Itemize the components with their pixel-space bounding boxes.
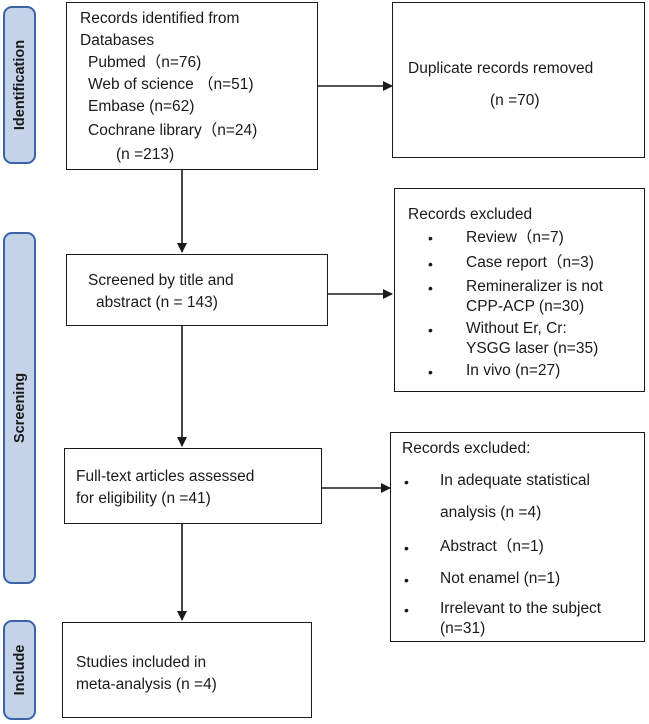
fulltext-line2: for eligibility (n =41): [76, 490, 211, 507]
screened-line1: Screened by title and: [88, 272, 234, 289]
identified-source-cochrane: Cochrane library（n=24): [88, 122, 258, 139]
included-line1: Studies included in: [76, 654, 207, 671]
included-box: [62, 622, 312, 718]
identified-title-line2: Databases: [80, 32, 155, 49]
excluded-1-item-remineralizer: Remineralizer is not: [466, 278, 603, 295]
excluded-1-bullet: •: [428, 364, 433, 380]
excluded-2-item-statistical: In adequate statistical: [440, 472, 590, 489]
duplicates-box: [392, 2, 645, 158]
duplicates-label: Duplicate records removed: [408, 60, 594, 77]
stage-screening: Screening: [3, 232, 36, 584]
excluded-2-title: Records excluded:: [402, 440, 531, 457]
excluded-2-item-abstract: Abstract（n=1): [440, 538, 544, 555]
excluded-2-bullet: •: [404, 474, 409, 490]
excluded-2-item-irrelevant: Irrelevant to the subject: [440, 600, 602, 617]
excluded-2-box: [390, 432, 645, 642]
excluded-1-item-cpp-acp: CPP-ACP (n=30): [466, 298, 585, 315]
duplicates-count: (n =70): [490, 92, 540, 109]
identified-title-line1: Records identified from: [80, 10, 240, 27]
excluded-1-bullet: •: [428, 256, 433, 272]
excluded-1-bullet: •: [428, 280, 433, 296]
excluded-2-bullet: •: [404, 602, 409, 618]
fulltext-line1: Full-text articles assessed: [76, 468, 255, 485]
excluded-2-item-n31: (n=31): [440, 620, 486, 637]
included-line2: meta-analysis (n =4): [76, 676, 217, 693]
records-identified-box: [66, 2, 318, 170]
excluded-1-item-case-report: Case report（n=3): [466, 254, 594, 271]
excluded-2-bullet: •: [404, 572, 409, 588]
identified-source-embase: Embase (n=62): [88, 98, 195, 115]
identified-total: (n =213): [116, 146, 175, 163]
excluded-2-bullet: •: [404, 540, 409, 556]
screened-line2: abstract (n = 143): [96, 294, 218, 311]
fulltext-box: [64, 448, 322, 524]
screened-box: [66, 254, 328, 326]
identified-source-wos: Web of science （n=51): [88, 76, 254, 93]
stage-include: Include: [3, 620, 36, 720]
identified-source-pubmed: Pubmed（n=76): [88, 54, 202, 71]
excluded-1-bullet: •: [428, 322, 433, 338]
excluded-1-box: [394, 188, 645, 392]
excluded-2-item-not-enamel: Not enamel (n=1): [440, 570, 561, 587]
excluded-1-item-without-er: Without Er, Cr:: [466, 320, 567, 337]
excluded-1-item-in-vivo: In vivo (n=27): [466, 362, 561, 379]
excluded-1-title: Records excluded: [408, 206, 533, 223]
stage-identification: Identification: [3, 6, 36, 164]
excluded-1-item-ysgg: YSGG laser (n=35): [466, 340, 599, 357]
excluded-1-bullet: •: [428, 230, 433, 246]
excluded-1-item-review: Review（n=7): [466, 229, 564, 246]
excluded-2-item-analysis: analysis (n =4): [440, 504, 542, 521]
